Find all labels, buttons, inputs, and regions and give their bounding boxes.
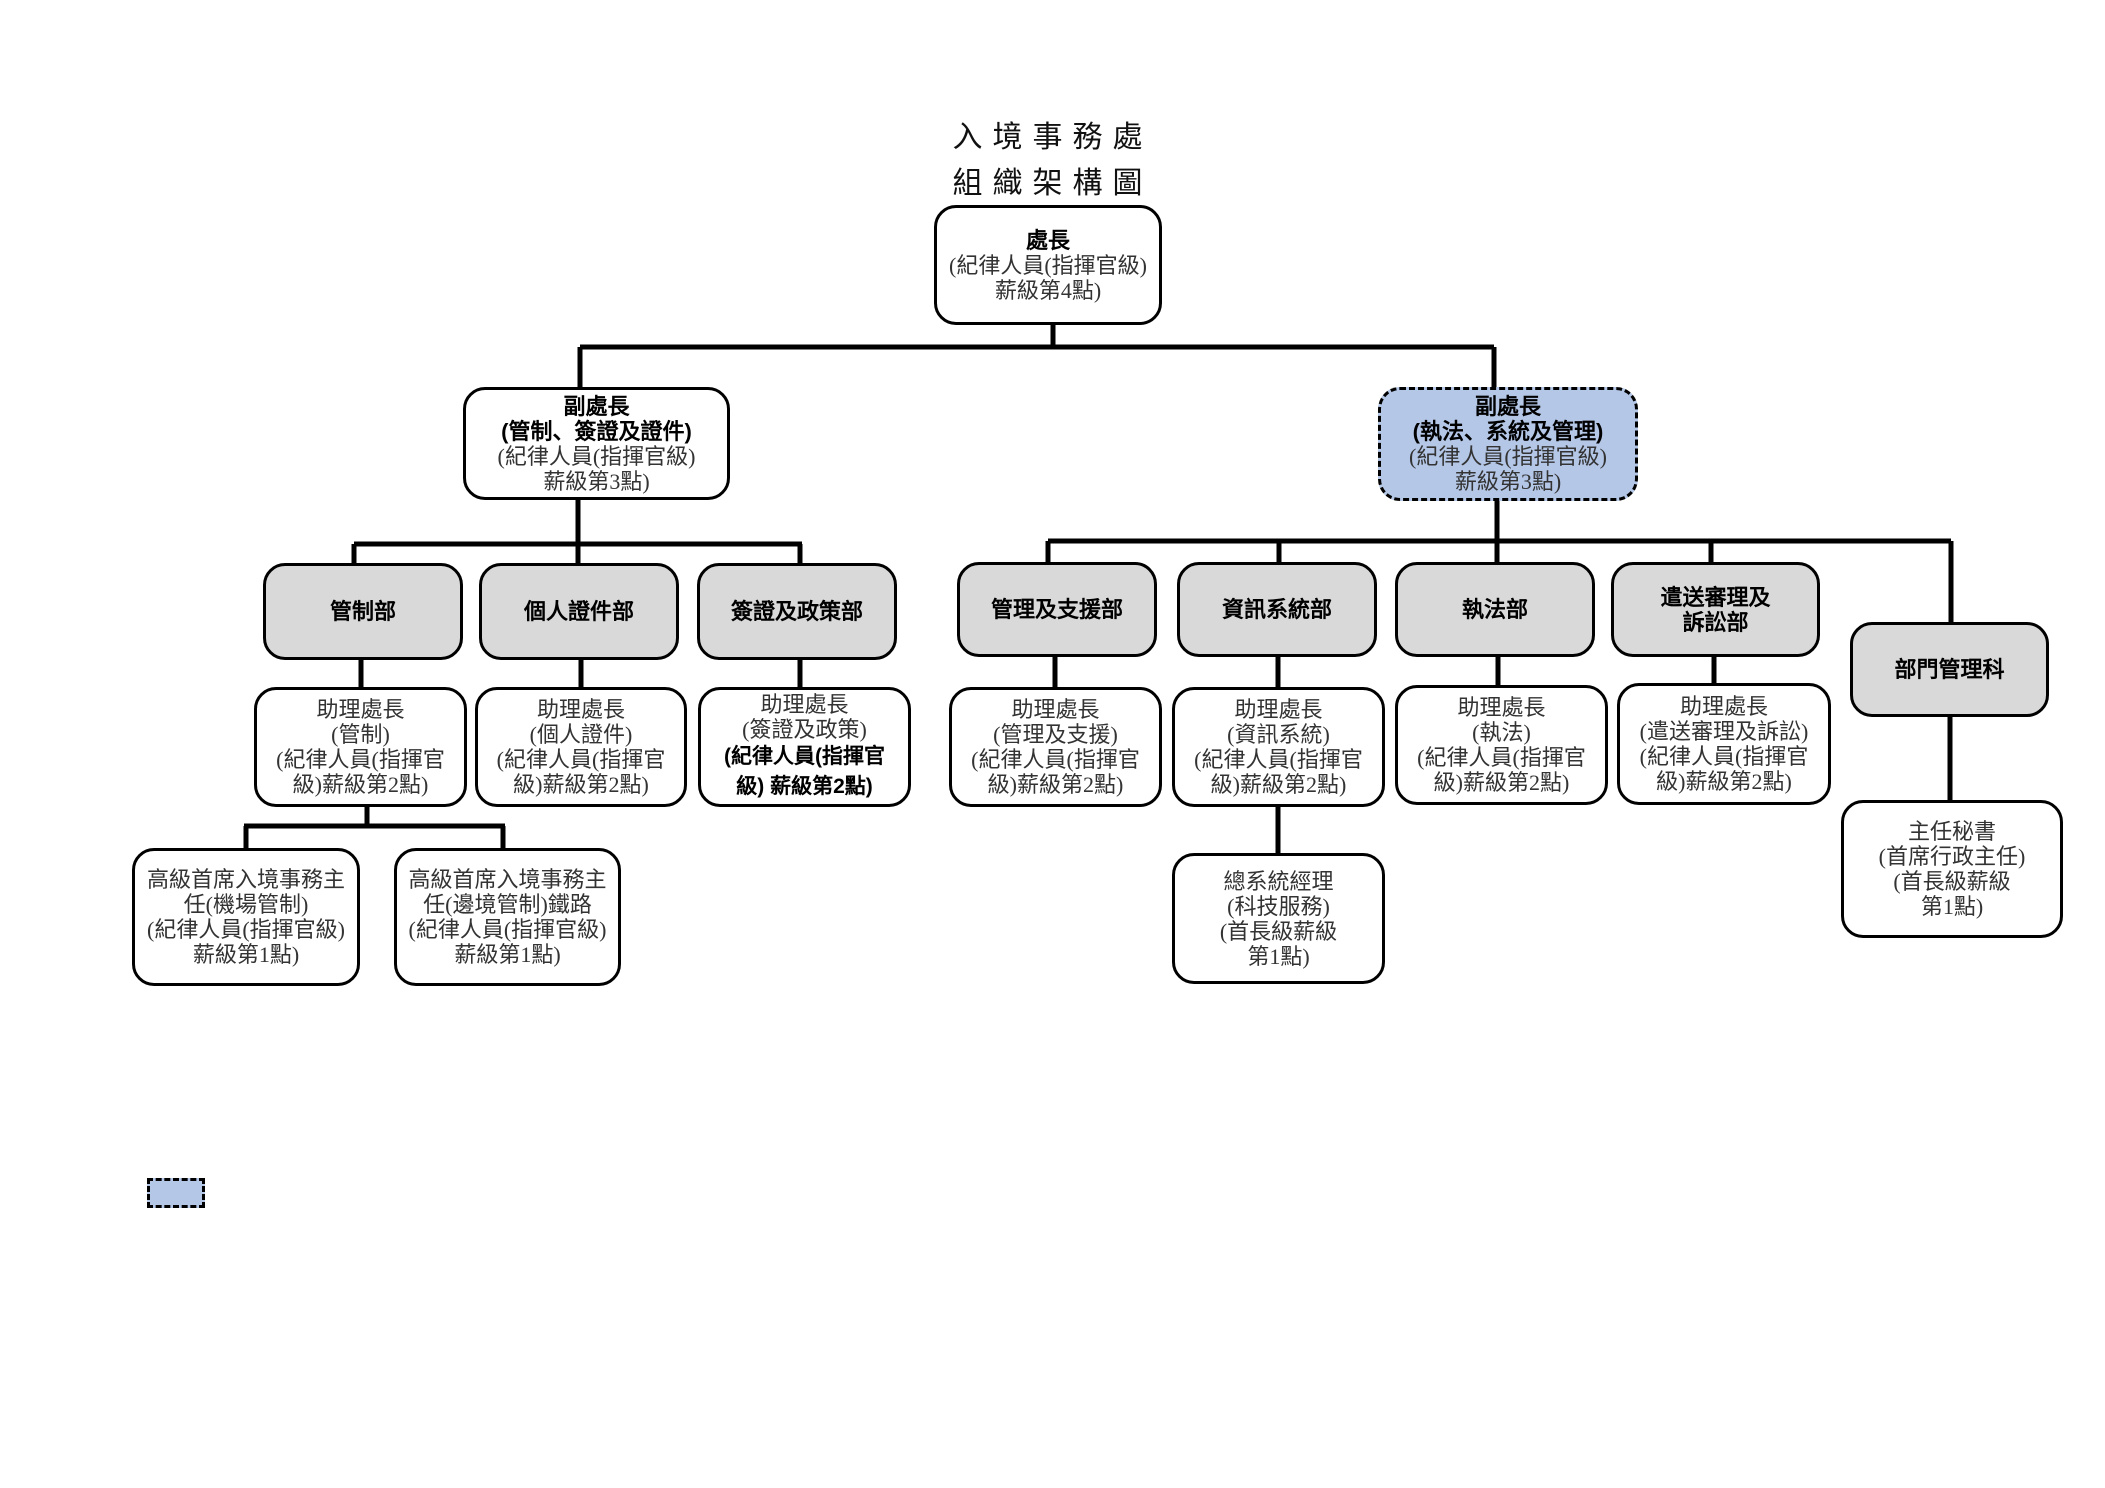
dept-information-systems: 資訊系統部: [1177, 562, 1377, 657]
line: (首長級薪級: [1219, 918, 1338, 944]
line: 助理處長: [316, 697, 405, 722]
line: 薪級第1點): [454, 942, 561, 967]
line: 助理處長: [760, 692, 849, 717]
line: 級)薪級第2點): [292, 772, 429, 797]
line: (科技服務): [1227, 893, 1330, 919]
chart-title-line2: 組織架構圖: [952, 166, 1153, 201]
line: 級)薪級第2點): [1433, 770, 1570, 795]
deputy-right-rank: (紀律人員(指揮官級): [1409, 444, 1607, 469]
dept-departmental-administration: 部門管理科: [1850, 622, 2049, 717]
deputy-left-box: 副處長 (管制、簽證及證件) (紀律人員(指揮官級) 薪級第3點): [463, 387, 730, 500]
line: (紀律人員(指揮官: [1194, 747, 1363, 772]
principal-secretary-box: 主任秘書(首席行政主任)(首長級薪級第1點): [1841, 800, 2063, 938]
director-pay: 薪級第4點): [994, 277, 1102, 303]
line: 高級首席入境事務主: [146, 867, 345, 892]
assistant-director-management-support: 助理處長(管理及支援)(紀律人員(指揮官級)薪級第2點): [949, 687, 1162, 807]
line: (管制): [331, 722, 390, 747]
line: (紀律人員(指揮官: [496, 747, 666, 772]
line: 任(機場管制): [183, 892, 309, 917]
line: (執法): [1472, 720, 1531, 745]
line: 總系統經理: [1223, 868, 1334, 894]
line: 任(邊境管制)鐵路: [423, 892, 592, 917]
deputy-left-pay: 薪級第3點): [543, 468, 650, 494]
deputy-left-sub: (管制、簽證及證件): [501, 418, 692, 444]
line: (紀律人員(指揮官: [276, 747, 445, 772]
dept-management-support: 管理及支援部: [957, 562, 1157, 657]
connector-left-branch: [351, 500, 803, 563]
director-rank: (紀律人員(指揮官級): [949, 252, 1147, 278]
dept-label: 管理及支援部: [990, 597, 1123, 622]
dept-personal-documentation: 個人證件部: [479, 563, 679, 660]
line: (首長級薪級: [1893, 869, 2011, 894]
assistant-director-control: 助理處長(管制)(紀律人員(指揮官級)薪級第2點): [254, 687, 467, 807]
connector-right-branch: [1045, 501, 1954, 622]
dept-visa-policy: 簽證及政策部: [697, 563, 897, 660]
connector-dept-to-assistant: [358, 657, 1717, 687]
line: (資訊系統): [1227, 722, 1330, 747]
line: (管理及支援): [993, 722, 1118, 747]
line: 級) 薪級第2點): [736, 775, 873, 798]
chief-systems-manager-box: 總系統經理(科技服務)(首長級薪級第1點): [1172, 853, 1385, 984]
line: (紀律人員(指揮官: [724, 745, 885, 768]
dept-label: 管制部: [329, 599, 396, 624]
legend-highlight-swatch: [147, 1178, 205, 1208]
line: 助理處長: [1234, 697, 1323, 722]
director-box: 處長 (紀律人員(指揮官級) 薪級第4點): [934, 205, 1162, 325]
deputy-right-title: 副處長: [1474, 394, 1541, 419]
dept-label: 執法部: [1461, 597, 1528, 622]
line: 助理處長: [1679, 694, 1768, 719]
line: 級)薪級第2點): [1210, 772, 1347, 797]
line: 級)薪級第2點): [1656, 769, 1792, 794]
connector-seniors: [243, 807, 506, 848]
assistant-director-personal-documentation: 助理處長(個人證件)(紀律人員(指揮官級)薪級第2點): [475, 687, 687, 807]
dept-label: 個人證件部: [523, 599, 634, 624]
senior-officer-airport-control: 高級首席入境事務主任(機場管制)(紀律人員(指揮官級)薪級第1點): [132, 848, 360, 986]
line: (簽證及政策): [742, 717, 867, 742]
dept-removal-litigation: 遣送審理及 訴訟部: [1611, 562, 1820, 657]
dept-label: 簽證及政策部: [730, 599, 863, 624]
deputy-left-rank: (紀律人員(指揮官級): [497, 443, 696, 469]
line: 助理處長: [1457, 695, 1546, 720]
line: (紀律人員(指揮官級): [408, 917, 607, 942]
line: 第1點): [1247, 943, 1310, 969]
assistant-director-visa-policy: 助理處長(簽證及政策) (紀律人員(指揮官級) 薪級第2點): [698, 687, 911, 807]
line: 薪級第1點): [192, 942, 300, 967]
line: 助理處長: [1011, 697, 1100, 722]
line: 第1點): [1920, 894, 1984, 919]
dept-label: 部門管理科: [1894, 657, 2005, 682]
assistant-director-removal-litigation: 助理處長(遣送審理及訴訟)(紀律人員(指揮官級)薪級第2點): [1617, 683, 1831, 805]
assistant-director-enforcement: 助理處長(執法)(紀律人員(指揮官級)薪級第2點): [1395, 685, 1608, 805]
deputy-right-box: 副處長 (執法、系統及管理) (紀律人員(指揮官級) 薪級第3點): [1378, 387, 1638, 501]
assistant-director-information-systems: 助理處長(資訊系統)(紀律人員(指揮官級)薪級第2點): [1172, 687, 1385, 807]
dept-enforcement: 執法部: [1395, 562, 1595, 657]
line: 級)薪級第2點): [513, 772, 649, 797]
line: (紀律人員(指揮官: [1639, 744, 1809, 769]
dept-control: 管制部: [263, 563, 463, 660]
deputy-right-pay: 薪級第3點): [1454, 469, 1562, 494]
dept-label: 訴訟部: [1682, 609, 1749, 635]
line: 級)薪級第2點): [987, 772, 1124, 797]
line: (紀律人員(指揮官: [971, 747, 1140, 772]
director-title: 處長: [1025, 227, 1070, 253]
line: (紀律人員(指揮官: [1417, 745, 1586, 770]
dept-label: 資訊系統部: [1221, 597, 1332, 622]
line: 主任秘書: [1907, 819, 1996, 844]
deputy-right-sub: (執法、系統及管理): [1412, 419, 1604, 444]
line: (紀律人員(指揮官級): [147, 917, 345, 942]
line: (個人證件): [529, 722, 633, 747]
senior-officer-boundary-control-rail: 高級首席入境事務主任(邊境管制)鐵路(紀律人員(指揮官級)薪級第1點): [394, 848, 621, 986]
line: (遣送審理及訴訟): [1639, 719, 1809, 744]
line: 助理處長: [536, 697, 625, 722]
line: (首席行政主任): [1878, 844, 2026, 869]
chart-title-line1: 入境事務處: [952, 120, 1153, 155]
dept-label: 遣送審理及: [1660, 584, 1771, 610]
line: 高級首席入境事務主: [408, 867, 607, 892]
connector-director: [577, 325, 1497, 387]
deputy-left-title: 副處長: [563, 393, 630, 419]
